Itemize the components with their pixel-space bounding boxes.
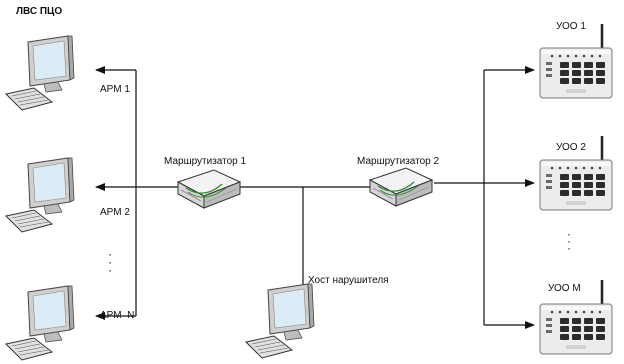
network-label: ЛВС ПЦО (16, 6, 62, 17)
device-label: УОО 1 (556, 21, 586, 32)
ellipsis-dot: · (567, 241, 571, 255)
router-label: Маршрутизатор 2 (357, 156, 439, 167)
workstation-computer-icon (5, 157, 75, 233)
ellipsis-dot: · (567, 227, 571, 241)
intruder-computer-icon (245, 283, 315, 359)
workstation-computer-icon (5, 35, 75, 111)
workstation-computer-icon (5, 285, 75, 361)
device-label: УОО 2 (556, 142, 586, 153)
workstation-label: АРМ N (100, 310, 134, 321)
ellipsis-dot: · (108, 255, 112, 269)
router-icon (369, 167, 433, 207)
workstation-label: АРМ 1 (100, 84, 130, 95)
ellipsis-dot: · (567, 234, 571, 248)
router-label: Маршрутизатор 1 (164, 156, 246, 167)
ellipsis-dot: · (108, 263, 112, 277)
device-label: УОО М (548, 283, 581, 294)
security-device-icon (538, 22, 614, 100)
router-icon (177, 169, 241, 209)
intruder-label: Хост нарушителя (308, 275, 389, 286)
ellipsis-dot: · (108, 247, 112, 261)
workstation-label: АРМ 2 (100, 207, 130, 218)
